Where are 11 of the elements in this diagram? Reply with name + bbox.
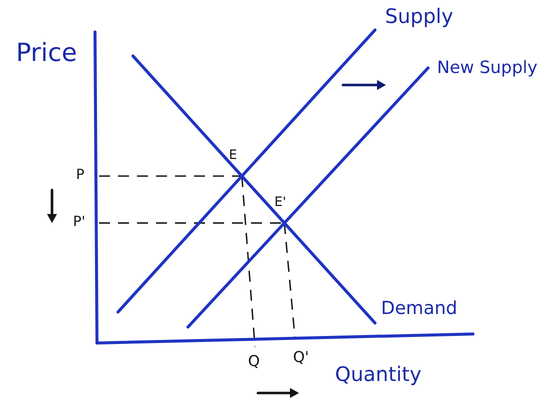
axis-label: Price bbox=[16, 40, 77, 65]
curve-label: New Supply bbox=[437, 60, 538, 77]
point-label: E' bbox=[274, 196, 286, 209]
quantity-label: Q bbox=[248, 354, 260, 369]
curve-label: Demand bbox=[381, 300, 458, 318]
quantity-label: Q' bbox=[293, 350, 309, 365]
price-label: P bbox=[76, 168, 84, 182]
curve-label: Supply bbox=[385, 6, 454, 26]
axis-label: Quantity bbox=[335, 364, 422, 384]
price-label: P' bbox=[73, 215, 86, 229]
point-label: E bbox=[228, 149, 238, 162]
